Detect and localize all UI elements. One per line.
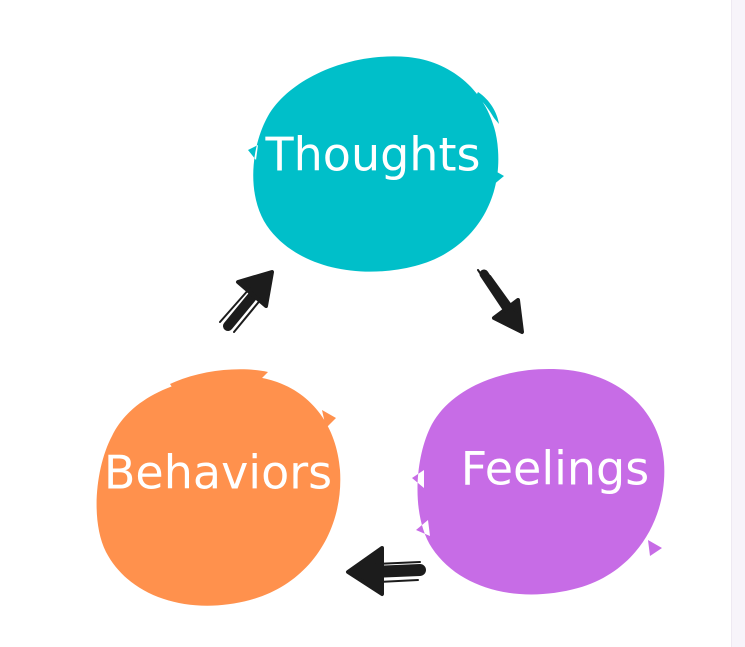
arrow-behaviors-to-thoughts xyxy=(219,270,274,333)
arrow-thoughts-to-feelings xyxy=(477,269,524,334)
thoughts-node: Thoughts xyxy=(248,56,504,272)
behaviors-blob xyxy=(96,369,341,606)
arrow-head xyxy=(492,298,524,334)
arrow-sketch xyxy=(477,269,517,315)
arrow-head xyxy=(346,546,384,596)
thoughts-label: Thoughts xyxy=(265,128,481,182)
arrow-sketch xyxy=(219,287,263,333)
arrow-shaft xyxy=(223,287,261,331)
behaviors-node: Behaviors xyxy=(96,369,341,606)
thoughts-blob xyxy=(248,56,504,272)
right-edge-strip xyxy=(731,0,745,647)
arrow-head xyxy=(236,270,274,308)
behaviors-label: Behaviors xyxy=(104,446,332,500)
arrow-sketch xyxy=(375,561,421,583)
feelings-label: Feelings xyxy=(461,442,649,496)
feelings-blob xyxy=(412,369,665,595)
feelings-node: Feelings xyxy=(412,369,665,595)
arrow-feelings-to-behaviors xyxy=(346,546,426,596)
